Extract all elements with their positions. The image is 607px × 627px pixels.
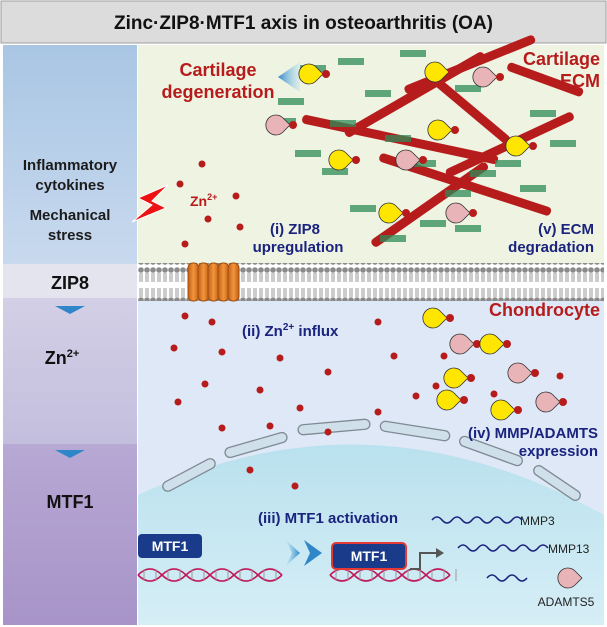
zip8-channel-icon (187, 262, 240, 302)
step-ii-label: (ii) Zn2+ influx (242, 322, 339, 340)
step-iii-label: (iii) MTF1 activation (258, 510, 398, 527)
stimulus-stress: stress (48, 227, 92, 244)
stimulus-mechanical: Mechanical (30, 207, 111, 224)
cartilage-degeneration-line2: degeneration (161, 82, 274, 102)
stimulus-inflammatory: Inflammatory (23, 157, 118, 174)
zn-label-top: Zn2+ (190, 192, 217, 209)
step-iv-line2: expression (519, 443, 598, 460)
enzymes-cytoplasm (422, 307, 567, 421)
ecm-region (138, 45, 604, 264)
gene-mmp13: MMP13 (548, 542, 590, 556)
transcription-arrowhead-icon (436, 548, 444, 558)
left-label-zip8: ZIP8 (51, 273, 89, 293)
step-i-line2: upregulation (253, 239, 344, 256)
mtf1-inactive-label: MTF1 (152, 538, 189, 554)
left-arrow-icon (278, 62, 300, 92)
cartilage-ecm-line1: Cartilage (523, 49, 600, 69)
mtf1-inactive-box (138, 534, 202, 558)
nuclear-envelope (162, 418, 581, 501)
step-v-line1: (v) ECM (538, 221, 594, 238)
gene-adamts5: ADAMTS5 (538, 595, 595, 609)
right-arrow-icon (286, 540, 300, 566)
mrna-icon (431, 516, 549, 582)
step-i-line1: (i) ZIP8 (270, 221, 320, 238)
step-iv-line1: (iv) MMP/ADAMTS (468, 425, 598, 442)
adamts5-enzyme-icon (557, 567, 583, 589)
chondrocyte-label: Chondrocyte (489, 300, 600, 320)
left-label-zn: Zn2+ (45, 348, 80, 368)
mtf1-active-box (331, 542, 407, 570)
cartilage-degeneration-line1: Cartilage (179, 60, 256, 80)
left-panel-mtf1 (3, 444, 137, 625)
left-panel-zip8 (3, 264, 137, 298)
right-arrow-icon (304, 540, 322, 566)
zinc-ions-enzyme-area (432, 352, 564, 398)
mtf1-active-label: MTF1 (351, 548, 388, 564)
left-panel: Inflammatory cytokines Mechanical stress… (3, 45, 137, 625)
down-arrow-icon (55, 306, 85, 314)
left-panel-top (3, 45, 137, 264)
nucleus (138, 444, 604, 625)
title-bar (0, 0, 607, 44)
stimulus-cytokines: cytokines (35, 177, 104, 194)
left-panel-zn (3, 298, 137, 444)
dna-rungs (143, 569, 457, 581)
enzymes-ecm (265, 61, 537, 224)
step-v-line2: degradation (508, 239, 594, 256)
gene-mmp3: MMP3 (520, 514, 555, 528)
lightning-icon (131, 184, 169, 223)
transcription-arrow-icon (410, 552, 436, 570)
zinc-ions-extracellular (176, 160, 244, 248)
down-arrow-icon (55, 450, 85, 458)
page-title: Zinc·ZIP8·MTF1 axis in osteoarthritis (O… (114, 13, 493, 34)
cartilage-ecm-line2: ECM (560, 71, 600, 91)
zinc-ions-intracellular (170, 312, 420, 490)
left-label-mtf1: MTF1 (47, 492, 94, 512)
